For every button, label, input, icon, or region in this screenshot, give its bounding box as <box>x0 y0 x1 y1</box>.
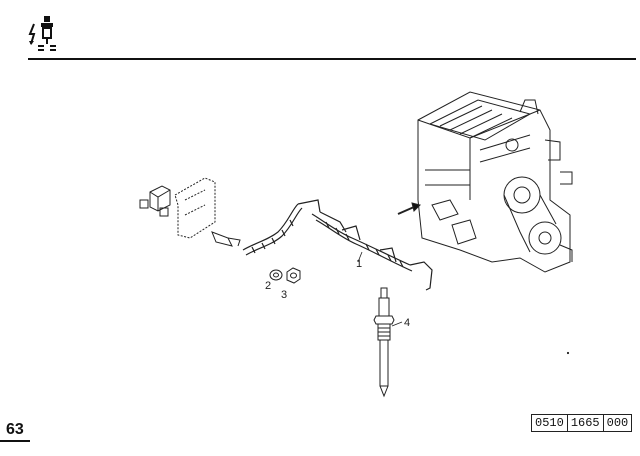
engine-block <box>417 91 573 273</box>
connector-bracket <box>174 177 216 239</box>
header-rule <box>28 58 636 60</box>
callout-1: 1 <box>356 258 363 270</box>
washer <box>269 269 283 281</box>
reference-code-part1: 0510 <box>532 415 568 431</box>
reference-code-part2: 1665 <box>568 415 604 431</box>
callout-4: 4 <box>404 317 411 329</box>
relay-block <box>139 185 171 217</box>
wiring-harness <box>242 199 433 291</box>
glow-plug <box>373 287 395 398</box>
callout-2: 2 <box>265 280 272 292</box>
nut <box>286 267 301 284</box>
reference-code: 0510 1665 000 <box>531 414 633 432</box>
glow-plug-electrical-icon <box>28 16 56 51</box>
reference-code-part3: 000 <box>606 416 629 430</box>
page-number: 63 <box>6 421 24 438</box>
callout-3: 3 <box>281 289 288 301</box>
page-number-rule <box>0 440 30 442</box>
small-connector <box>211 231 241 247</box>
